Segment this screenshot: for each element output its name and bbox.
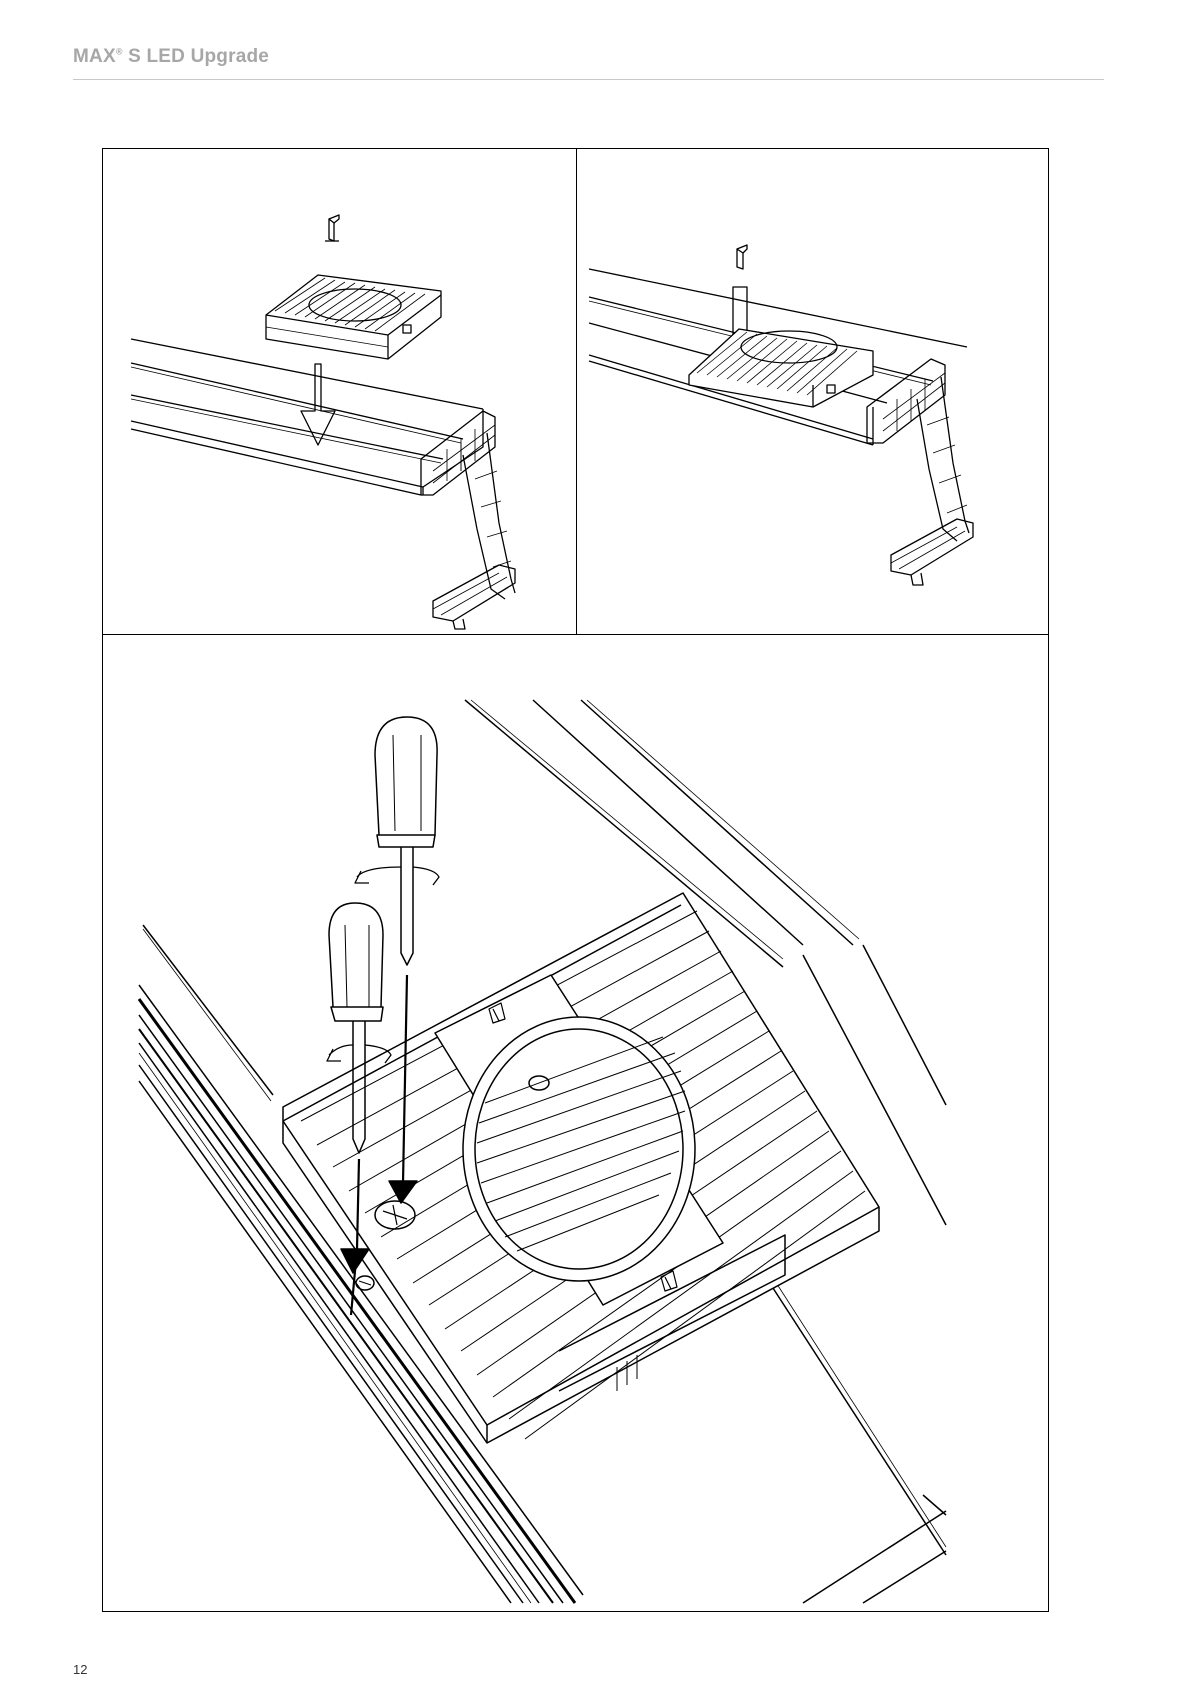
screwdriver-illustration xyxy=(103,635,1046,1610)
led-module-insert-illustration xyxy=(103,149,575,634)
led-module xyxy=(689,329,873,407)
led-module xyxy=(266,275,441,359)
document-title: MAX® S LED Upgrade xyxy=(73,46,269,68)
figure-step-1 xyxy=(103,149,577,634)
page-number: 12 xyxy=(73,1662,87,1677)
clip-part xyxy=(737,245,747,269)
title-product: S LED Upgrade xyxy=(123,46,269,67)
illustration-frame xyxy=(102,148,1049,1612)
figure-step-3 xyxy=(103,634,1048,1611)
registered-mark: ® xyxy=(116,47,123,57)
title-brand: MAX xyxy=(73,46,116,67)
led-module-seated-illustration xyxy=(577,149,1048,634)
bracket-leg xyxy=(867,359,973,585)
header-divider xyxy=(73,79,1104,80)
bracket-leg xyxy=(421,411,515,629)
figure-step-2 xyxy=(577,149,1048,634)
clip-part xyxy=(325,215,339,241)
